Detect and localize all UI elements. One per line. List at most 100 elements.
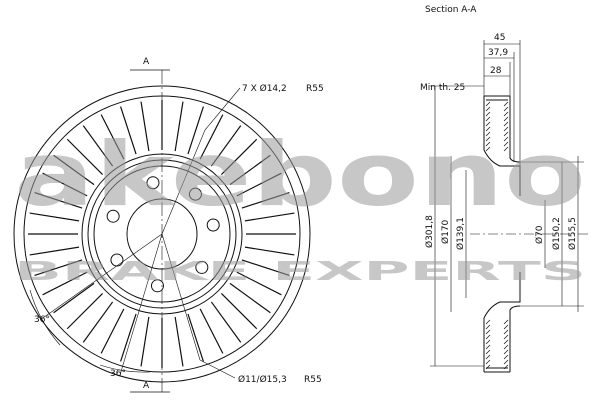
vane [120,313,137,362]
vane [244,246,295,256]
vane [174,101,184,152]
hatch-line [503,324,509,330]
section-hatch-top [485,101,509,152]
hatch-line [485,131,491,137]
angle-arc-left [29,289,61,346]
vane [229,282,271,314]
vane [241,192,290,209]
vane [29,246,80,256]
stud-hole [188,187,202,201]
hatch-line [503,319,509,325]
stud-hole [106,209,120,223]
hatch-line [503,106,509,112]
hatch-line [485,101,491,107]
dim-28-label: 28 [490,66,502,76]
vane [29,212,80,222]
vane [229,154,271,186]
vane [244,212,295,222]
dim-150-label: Ø150,2 [551,217,562,250]
watermark-tagline: BRAKE EXPERTS [14,257,586,287]
vane [66,138,104,176]
hatch-line [503,116,509,122]
hatch-line [485,126,491,132]
cooling-vanes [28,100,296,368]
hatch-line [485,349,491,355]
hatch-line [485,329,491,335]
hatch-line [485,354,491,360]
vane [140,316,150,367]
vane [210,301,242,343]
dim-139-label: Ø139,1 [455,217,466,250]
vane [174,316,184,367]
vane [34,259,83,276]
hatch-line [485,359,491,365]
hatch-line [485,339,491,345]
hatch-line [503,136,509,142]
vane [34,192,83,209]
hatch-line [485,146,491,152]
vane [66,292,104,330]
leader-holes-h [204,87,241,131]
section-ring-bottom [483,318,511,373]
vane [140,101,150,152]
vane [236,172,282,197]
dim-45-label: 45 [494,33,505,43]
dim-70-label: Ø70 [534,225,545,244]
vane [187,106,204,155]
dim-37-label: 37,9 [488,48,508,58]
hatch-line [503,364,509,370]
vane [82,125,114,167]
hatch-line [503,146,509,152]
hatch-line [485,344,491,350]
hatch-line [503,121,509,127]
stud-hole [206,218,220,232]
hatch-line [503,354,509,360]
hatch-line [503,344,509,350]
holes-callout: 7 X Ø14,2 [242,83,287,94]
vane [241,259,290,276]
holes-radius: R55 [306,84,324,94]
section-marker-bottom: A [143,381,150,391]
section-ring-top [483,95,511,150]
hatch-line [503,131,509,137]
hatch-line [503,141,509,147]
section-hatch-bottom [485,319,509,370]
dim-170-label: Ø170 [440,219,451,244]
hatch-line [503,101,509,107]
bolt-holes [106,176,220,293]
hatch-line [485,121,491,127]
vane [187,313,204,362]
dim-outer-label: Ø301,8 [424,215,435,248]
section-hat-top [483,149,521,196]
angle-line-bottom [119,233,163,376]
hatch-line [485,106,491,112]
min-thickness-label: Min th. 25 [420,83,465,93]
vane [82,301,114,343]
stud-hole [195,260,209,274]
section-view [430,40,590,373]
front-view [13,69,311,395]
hatch-line [485,141,491,147]
vane [199,114,224,160]
vane [42,271,88,296]
vane [53,282,95,314]
angle-label-left: 36° [34,315,50,325]
hatch-line [503,349,509,355]
vane [220,292,258,330]
leader-holes [161,129,206,235]
vane [120,106,137,155]
bolt-radius: R55 [304,375,322,385]
section-marker-top: A [143,57,150,67]
hatch-line [485,364,491,370]
angle-label-bottom: 36° [110,369,126,379]
vane [210,125,242,167]
angle-arc-bottom [99,364,151,373]
hatch-line [503,334,509,340]
section-title: Section A-A [425,5,477,15]
hatch-line [503,111,509,117]
vane [236,271,282,296]
hatch-line [485,319,491,325]
hatch-line [485,116,491,122]
bolt-callout: Ø11/Ø15,3 [238,374,287,385]
